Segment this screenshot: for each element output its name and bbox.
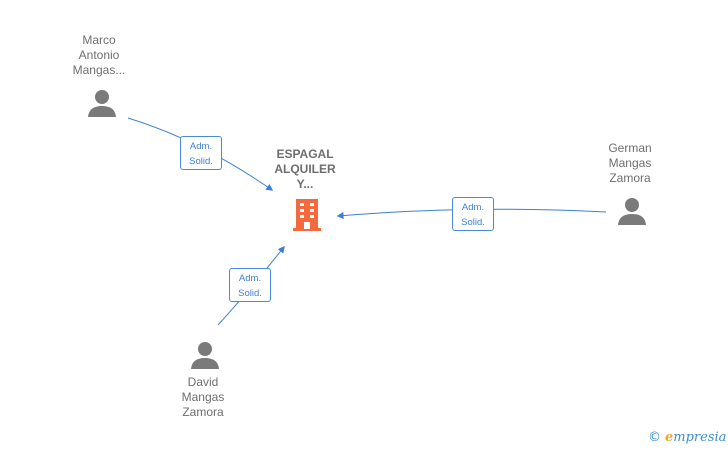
empresia-logo[interactable]: © empresia (648, 430, 726, 448)
person-icon[interactable] (617, 196, 647, 226)
brand-name: mpresia (673, 430, 727, 445)
relation-label-line: Solid. (461, 217, 485, 228)
person-name-line: Antonio (78, 48, 120, 62)
relation-label-line: Adm. (238, 273, 262, 284)
person-name-line: Mangas... (72, 63, 126, 77)
relation-label-line: Adm. (461, 202, 485, 213)
company-name-line: ALQUILER (274, 162, 336, 176)
person-name-line: Mangas (181, 390, 225, 404)
company-name-line: ESPAGAL (276, 147, 334, 161)
relation-badge-david[interactable]: Adm. Solid. (229, 268, 271, 302)
relation-badge-marco[interactable]: Adm. Solid. (180, 136, 222, 170)
company-name[interactable]: ESPAGAL ALQUILER Y... (245, 147, 365, 192)
person-name-german[interactable]: German Mangas Zamora (570, 141, 690, 186)
person-name-line: German (608, 141, 652, 155)
person-icon[interactable] (87, 88, 117, 118)
person-name-david[interactable]: David Mangas Zamora (143, 375, 263, 420)
person-name-line: Marco (82, 33, 116, 47)
person-icon[interactable] (190, 340, 220, 370)
person-name-marco[interactable]: Marco Antonio Mangas... (39, 33, 159, 78)
relation-label-line: Solid. (238, 288, 262, 299)
copyright-icon: © (648, 430, 661, 445)
person-name-line: Zamora (609, 171, 651, 185)
person-name-line: Zamora (182, 405, 224, 419)
brand-initial: e (665, 430, 674, 445)
company-name-line: Y... (296, 177, 314, 191)
building-icon[interactable] (291, 197, 323, 233)
relation-label-line: Adm. (189, 141, 213, 152)
relation-badge-german[interactable]: Adm. Solid. (452, 197, 494, 231)
person-name-line: David (187, 375, 219, 389)
relation-label-line: Solid. (189, 156, 213, 167)
person-name-line: Mangas (608, 156, 652, 170)
